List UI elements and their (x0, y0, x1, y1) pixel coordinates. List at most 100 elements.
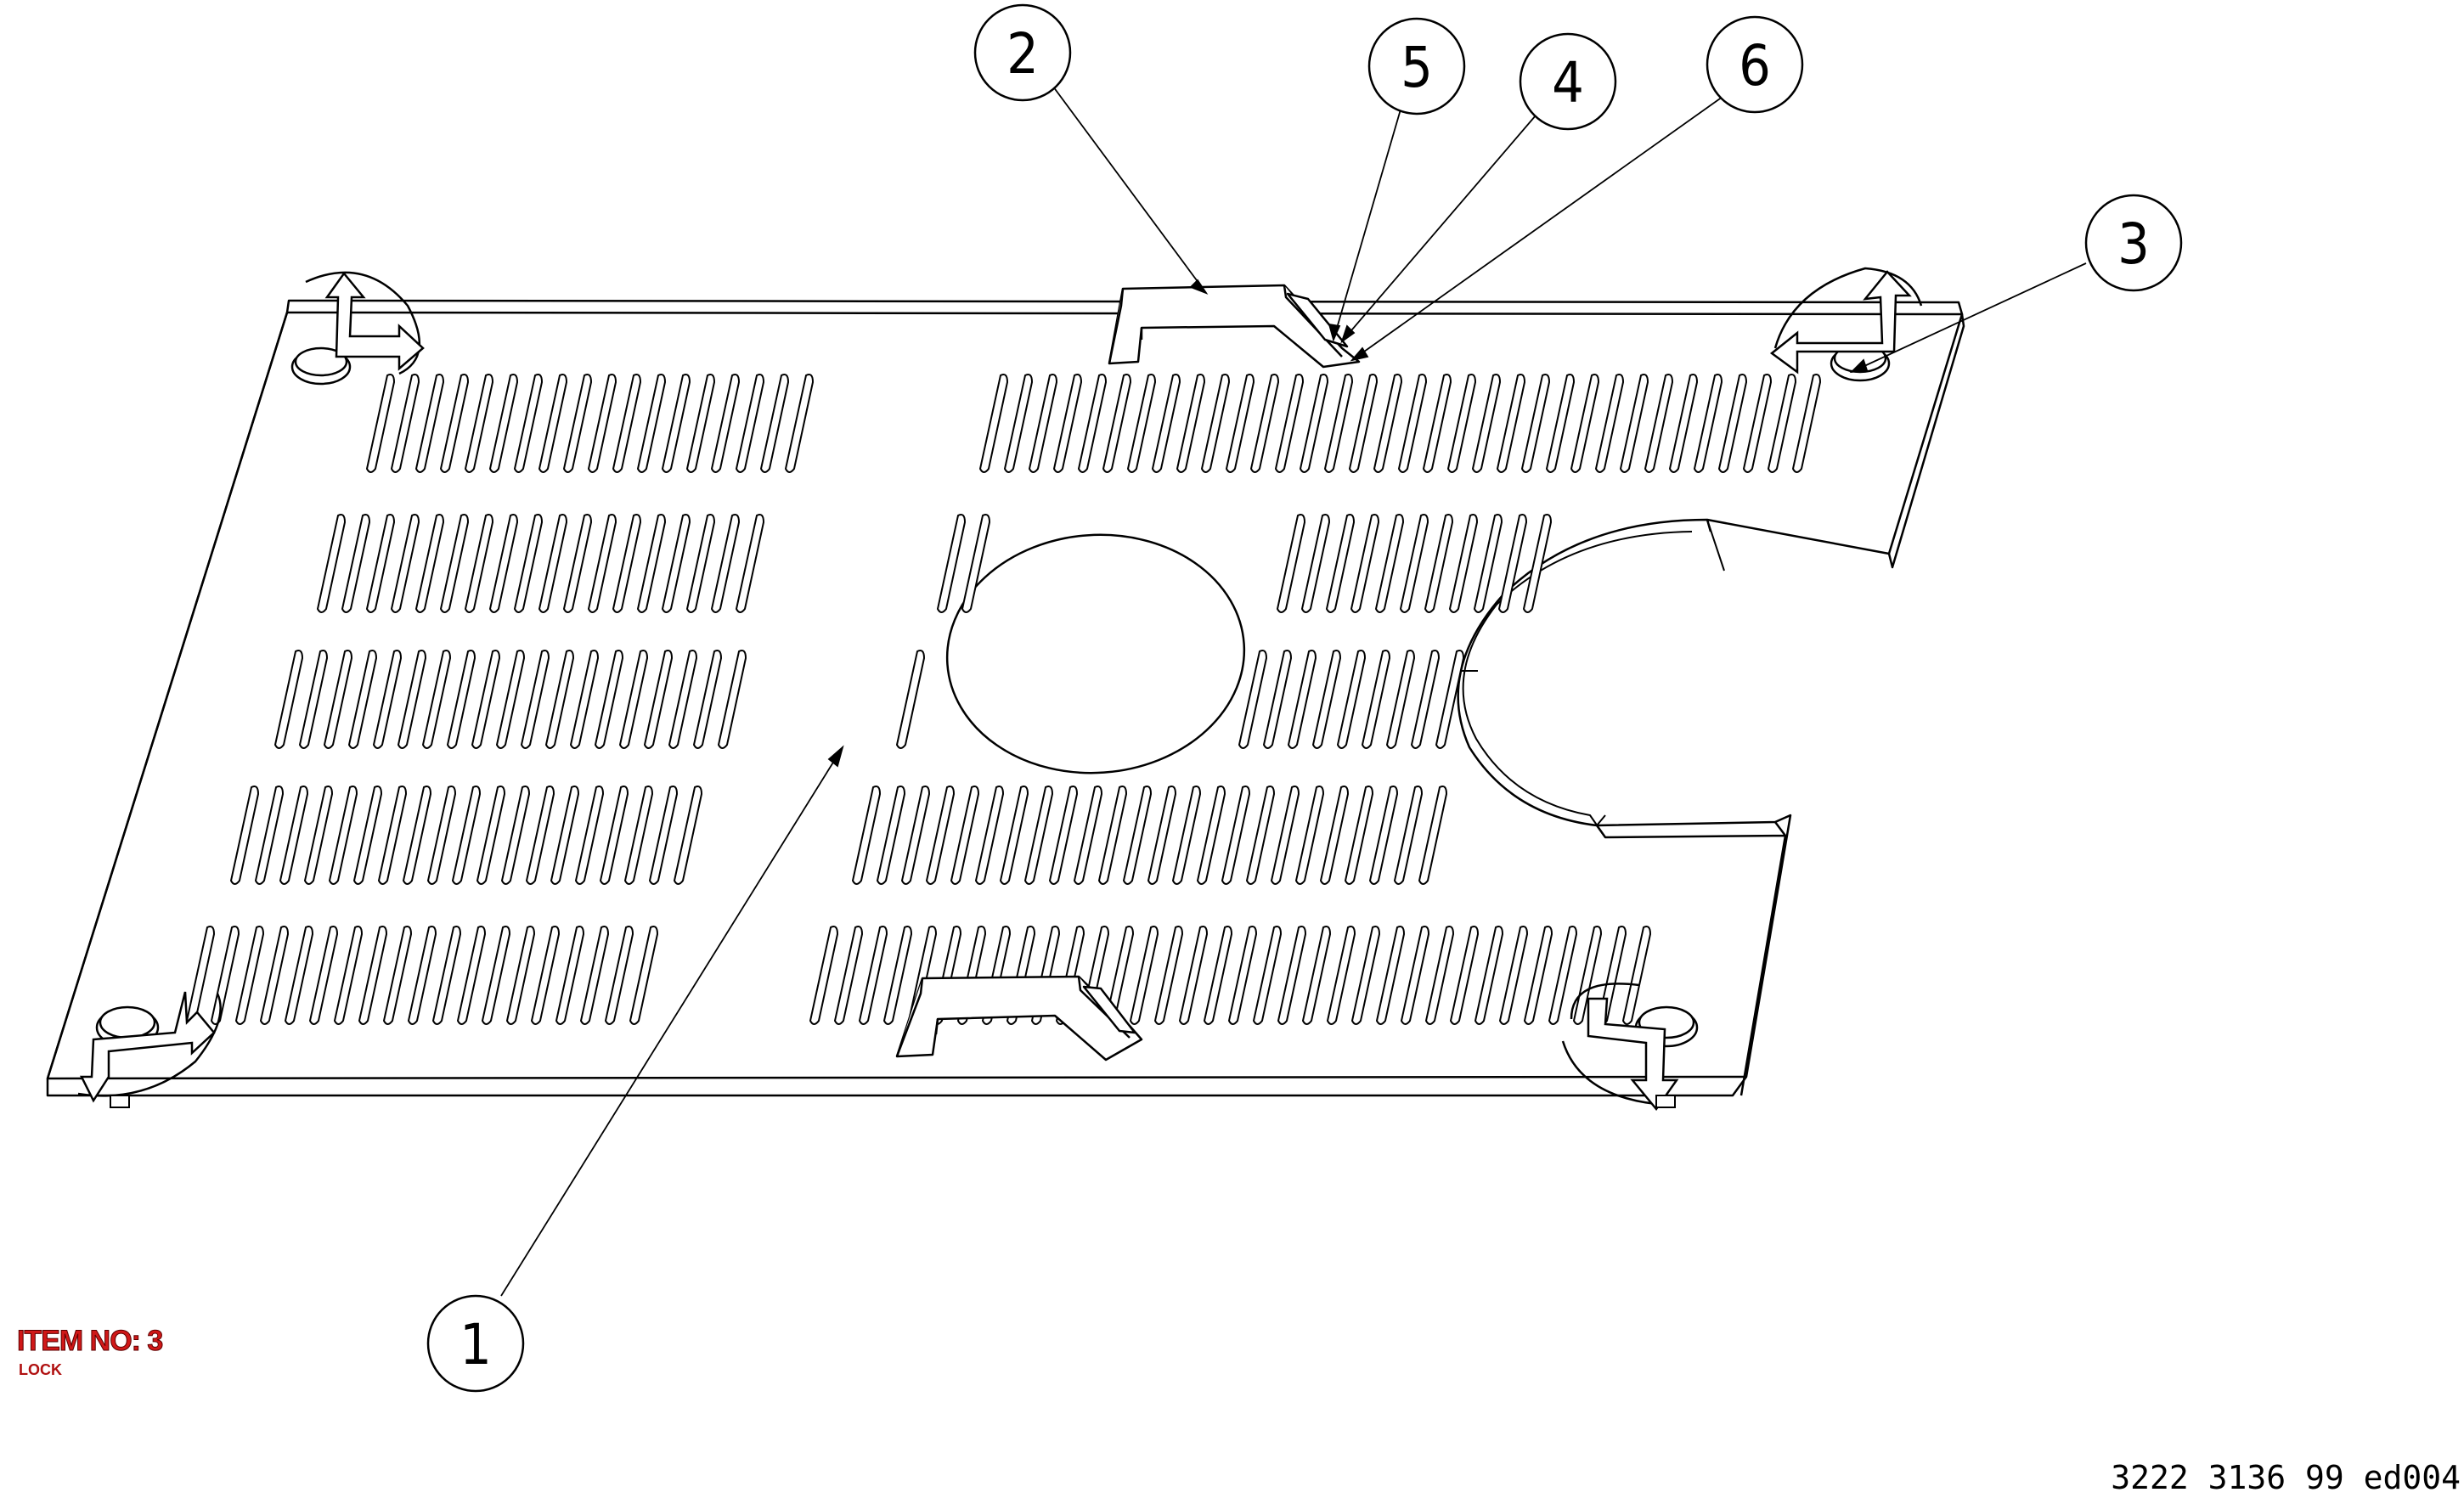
vent-slot (1644, 374, 1674, 473)
callout-balloons: 2 5 4 6 3 1 (426, 3, 2183, 1393)
vent-slot (587, 374, 617, 473)
vent-slot (685, 374, 716, 473)
vent-slot (1448, 514, 1479, 613)
vent-slot (1178, 926, 1209, 1025)
vent-slot (604, 926, 634, 1025)
vent-slot (882, 926, 913, 1025)
callout-5-label: 5 (1401, 35, 1433, 100)
vent-slot (1249, 374, 1280, 473)
vent-slot (431, 926, 462, 1025)
vent-slot (1196, 786, 1226, 885)
vent-slot (833, 926, 864, 1025)
vent-slot (1446, 374, 1477, 473)
vent-slot (382, 926, 413, 1025)
vent-slot (692, 650, 723, 749)
vent-slot (316, 514, 347, 613)
vent-slot (303, 786, 334, 885)
lock-top-right (1769, 267, 1923, 382)
callout-6: 6 (1706, 15, 1804, 114)
vent-slot (1147, 786, 1177, 885)
vent-slot (1385, 650, 1416, 749)
vent-slot (1348, 374, 1379, 473)
vent-slot (1203, 926, 1233, 1025)
vent-slot (1474, 926, 1504, 1025)
vent-slot (661, 374, 691, 473)
vent-slot (323, 650, 353, 749)
vent-slot (1424, 926, 1455, 1025)
vent-slot (1791, 374, 1822, 473)
plate-feet (110, 1095, 1676, 1108)
vent-slot (210, 926, 240, 1025)
vent-slot (574, 786, 605, 885)
vent-slot (1245, 786, 1276, 885)
vent-slot (710, 374, 741, 473)
vent-slot (685, 514, 716, 613)
vent-slot (1523, 926, 1553, 1025)
vent-slot (352, 786, 383, 885)
vent-slot (495, 650, 526, 749)
vent-slot (1619, 374, 1649, 473)
vent-slot (1422, 374, 1452, 473)
vent-slot (1336, 650, 1367, 749)
callout-1-label: 1 (460, 1312, 492, 1377)
vent-slot (636, 374, 667, 473)
vent-slot (1520, 374, 1551, 473)
vent-slot (717, 650, 747, 749)
vent-slot (1287, 650, 1317, 749)
vent-slot (710, 514, 741, 613)
vent-slot (426, 786, 457, 885)
vent-slot (1129, 926, 1159, 1025)
callout-3: 3 (2084, 194, 2183, 292)
vent-slot (784, 374, 815, 473)
vent-slot (1171, 786, 1202, 885)
vent-slot (525, 786, 555, 885)
vent-slot (1545, 374, 1576, 473)
callout-4: 4 (1519, 32, 1617, 131)
vent-slot (1497, 514, 1528, 613)
vent-slot (513, 374, 544, 473)
document-number: 3222 3136 99 ed004 (2111, 1459, 2461, 1496)
vent-slot (569, 650, 600, 749)
vent-slot (1200, 374, 1231, 473)
vent-slot (1301, 926, 1332, 1025)
vent-slot (1473, 514, 1503, 613)
notch-rim (1462, 531, 1693, 838)
vent-slot (1073, 786, 1103, 885)
vent-slot (1400, 926, 1430, 1025)
vent-slot (377, 786, 408, 885)
vent-slot (1496, 374, 1526, 473)
vent-slot (1277, 926, 1307, 1025)
vent-slot (978, 374, 1009, 473)
vent-slot (259, 926, 290, 1025)
vent-slot (1548, 926, 1578, 1025)
vent-slot (1274, 374, 1305, 473)
callout-2-label: 2 (1006, 21, 1039, 87)
vent-slot (185, 926, 216, 1025)
vent-slot (308, 926, 339, 1025)
vent-slot (446, 650, 476, 749)
vent-slot (1153, 926, 1184, 1025)
vent-slot (347, 650, 378, 749)
vent-slot (550, 786, 580, 885)
vent-slot (328, 786, 358, 885)
vent-slot (661, 514, 691, 613)
vent-slot (273, 650, 304, 749)
vent-slot (538, 514, 568, 613)
vent-slot (618, 650, 649, 749)
corner-locks (77, 267, 1923, 1112)
vent-slot (587, 514, 617, 613)
center-hole (945, 533, 1246, 774)
vent-slot (1276, 514, 1306, 613)
vent-slot (397, 650, 427, 749)
vent-slot (1023, 786, 1054, 885)
vent-slot (1410, 650, 1441, 749)
vent-slot (365, 374, 396, 473)
handle-top (1108, 284, 1361, 369)
vent-slot (623, 786, 654, 885)
vent-slot (1052, 374, 1083, 473)
vent-slot (1350, 514, 1380, 613)
vent-slot (505, 926, 536, 1025)
vent-slot (471, 650, 501, 749)
vent-slot (439, 374, 470, 473)
